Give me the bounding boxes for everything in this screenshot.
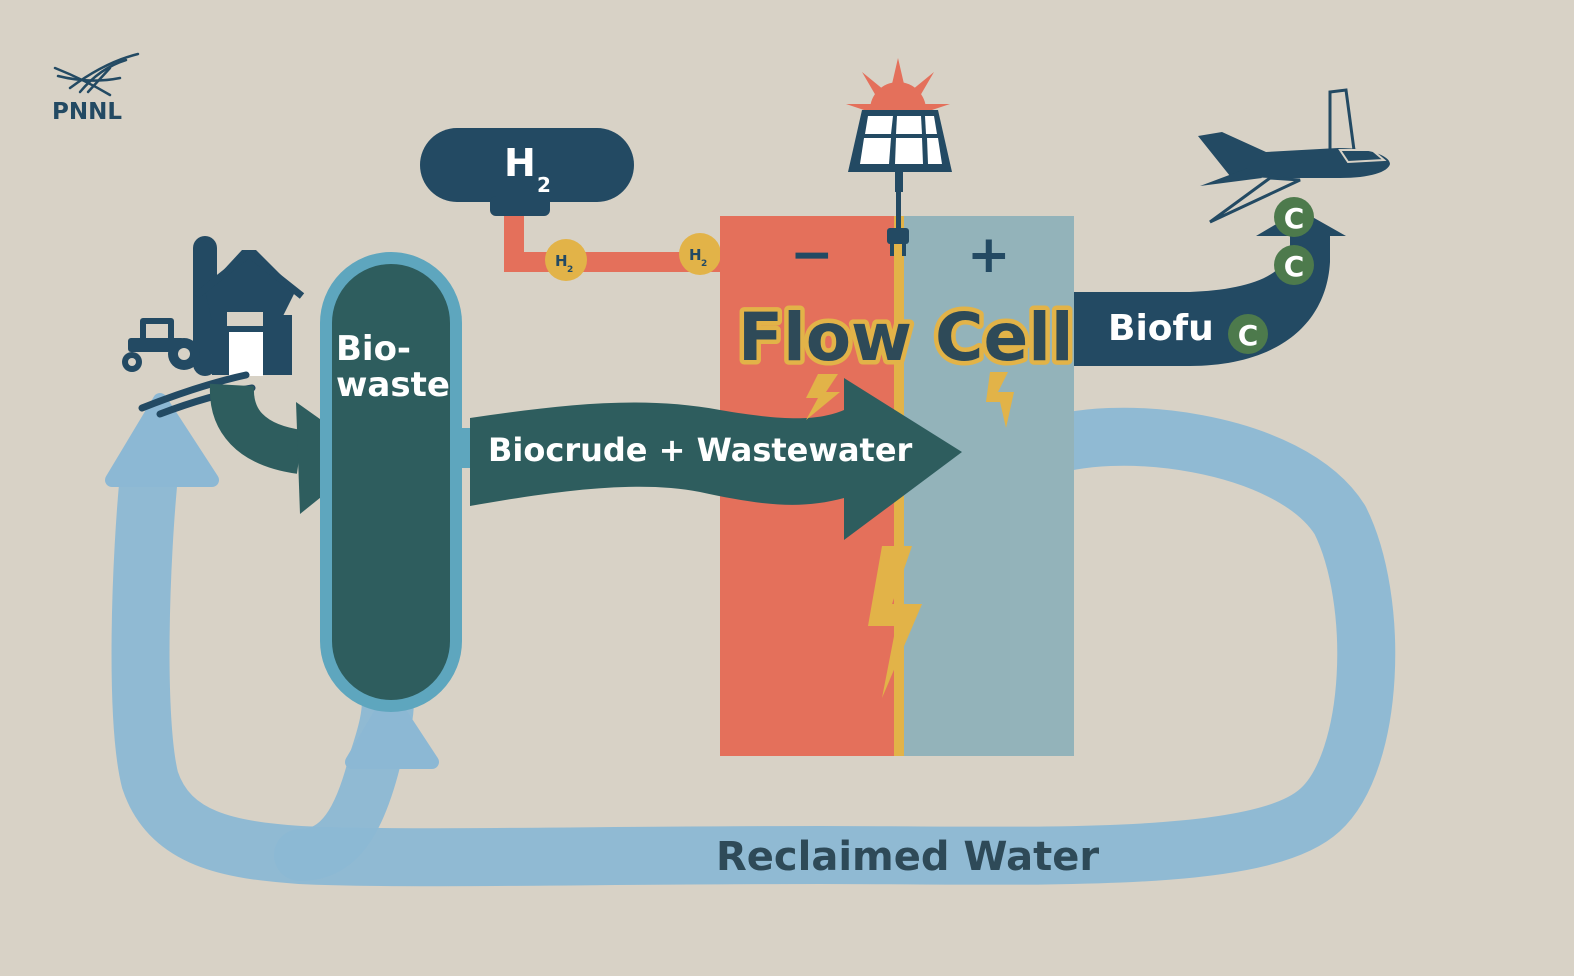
hydrogen-supply: H 2 H 2 H 2 [420, 128, 721, 281]
carbon-molecule-label: C [1284, 250, 1305, 283]
hydrogen-tank-subscript: 2 [537, 173, 551, 197]
hydrogen-bubble-label: H [555, 252, 568, 270]
lightning-icon [868, 546, 922, 698]
carbon-molecule: C [1274, 197, 1314, 237]
biowaste-reactor: Bio- waste [320, 252, 462, 712]
carbon-molecule: C [1274, 245, 1314, 285]
farm [122, 236, 305, 418]
flow-cell-positive-sign: + [967, 225, 1011, 285]
biowaste-label-line1: Bio- [336, 329, 411, 369]
reclaimed-water-label: Reclaimed Water [716, 834, 1099, 880]
pnnl-logo-icon [53, 52, 140, 97]
hydrogen-bubble-label: H [689, 246, 702, 264]
pnnl-logo-text: PNNL [52, 99, 122, 125]
sun-icon [846, 58, 950, 112]
hydrogen-bubble: H 2 [545, 239, 587, 281]
reclaimed-arrowhead-left [105, 393, 219, 487]
plug-icon [887, 192, 909, 256]
lightning-icon [986, 372, 1014, 428]
solar-power [846, 58, 952, 256]
reclaimed-water-loop [105, 393, 1396, 887]
hydrogen-bubble-subscript: 2 [701, 259, 707, 269]
biowaste-label-line2: waste [336, 365, 450, 405]
biocrude-label: Biocrude + Wastewater [488, 431, 913, 469]
hydrogen-bubble-subscript: 2 [567, 265, 573, 275]
biofuel-label: Biofu [1108, 308, 1214, 349]
biofuel-output: Biofu C C C [1074, 197, 1346, 366]
carbon-molecule-label: C [1238, 319, 1259, 352]
tractor-icon [122, 318, 200, 372]
carbon-molecule: C [1228, 314, 1268, 354]
reclaimed-arrowhead-center [345, 691, 439, 769]
solar-panel-icon [848, 110, 952, 192]
flow-cell-title: Flow Cell [738, 299, 1073, 376]
pnnl-logo: PNNL [52, 52, 140, 125]
hydrogen-tank: H 2 [420, 128, 634, 216]
flow-cell-negative-sign: − [790, 225, 834, 285]
hydrogen-tank-label: H [504, 141, 536, 185]
airplane-icon [1198, 88, 1390, 224]
lightning-icon [806, 374, 840, 420]
biocrude-arrow: Biocrude + Wastewater [452, 378, 962, 540]
farm-barn-icon [193, 236, 305, 376]
carbon-molecule-label: C [1284, 202, 1305, 235]
hydrogen-bubble: H 2 [679, 233, 721, 275]
flow-cell-positive-side [904, 216, 1074, 756]
